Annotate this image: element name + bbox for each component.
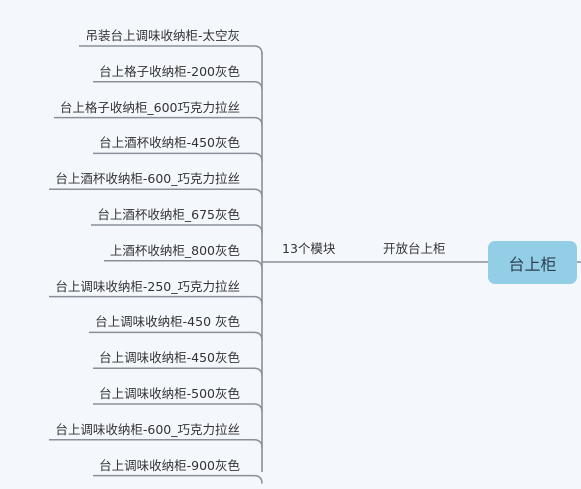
leaf-underline (104, 260, 263, 269)
leaf-node[interactable]: 台上酒杯收纳柜-600_巧克力拉丝 (55, 171, 240, 187)
leaf-node[interactable]: 台上调味收纳柜-500灰色 (99, 386, 240, 401)
leaf-underline (54, 116, 263, 126)
leaf-node[interactable]: 台上调味收纳柜-250_巧克力拉丝 (55, 278, 240, 294)
leaf-node[interactable]: 吊装台上调味收纳柜-太空灰 (85, 28, 240, 43)
leaf-underline (93, 403, 263, 413)
leaf-node[interactable]: 台上调味收纳柜-900灰色 (99, 457, 240, 473)
leaf-node[interactable]: 台上格子收纳柜-200灰色 (99, 63, 240, 79)
leaf-underline (93, 152, 263, 162)
leaf-underline (49, 295, 263, 305)
leaf-connectors (49, 45, 263, 484)
leaf-underline (91, 224, 263, 234)
leaf-underline (93, 367, 263, 377)
leaf-node[interactable]: 台上酒杯收纳柜-450灰色 (99, 135, 240, 151)
leaf-node[interactable]: 台上调味收纳柜-600_巧克力拉丝 (55, 421, 240, 437)
leaf-node[interactable]: 台上格子收纳柜_600巧克力拉丝 (59, 99, 240, 115)
leaf-underline (93, 81, 263, 90)
leaf-underline (49, 439, 263, 448)
leaf-underline (93, 474, 263, 484)
leaf-node[interactable]: 台上调味收纳柜-450灰色 (99, 350, 240, 366)
leaf-underline (79, 45, 263, 55)
leaf-node[interactable]: 台上调味收纳柜-450 灰色 (95, 314, 240, 330)
leaf-node[interactable]: 上酒杯收纳柜_800灰色 (109, 242, 240, 258)
branch-label[interactable]: 开放台上柜 (383, 241, 446, 256)
root-label: 台上柜 (508, 254, 557, 274)
root-node[interactable]: 台上柜 (488, 241, 577, 284)
leaf-underline (49, 188, 263, 198)
group-label[interactable]: 13个模块 (282, 241, 336, 256)
leaf-underline (89, 331, 263, 341)
leaf-node[interactable]: 台上酒杯收纳柜_675灰色 (97, 207, 240, 222)
